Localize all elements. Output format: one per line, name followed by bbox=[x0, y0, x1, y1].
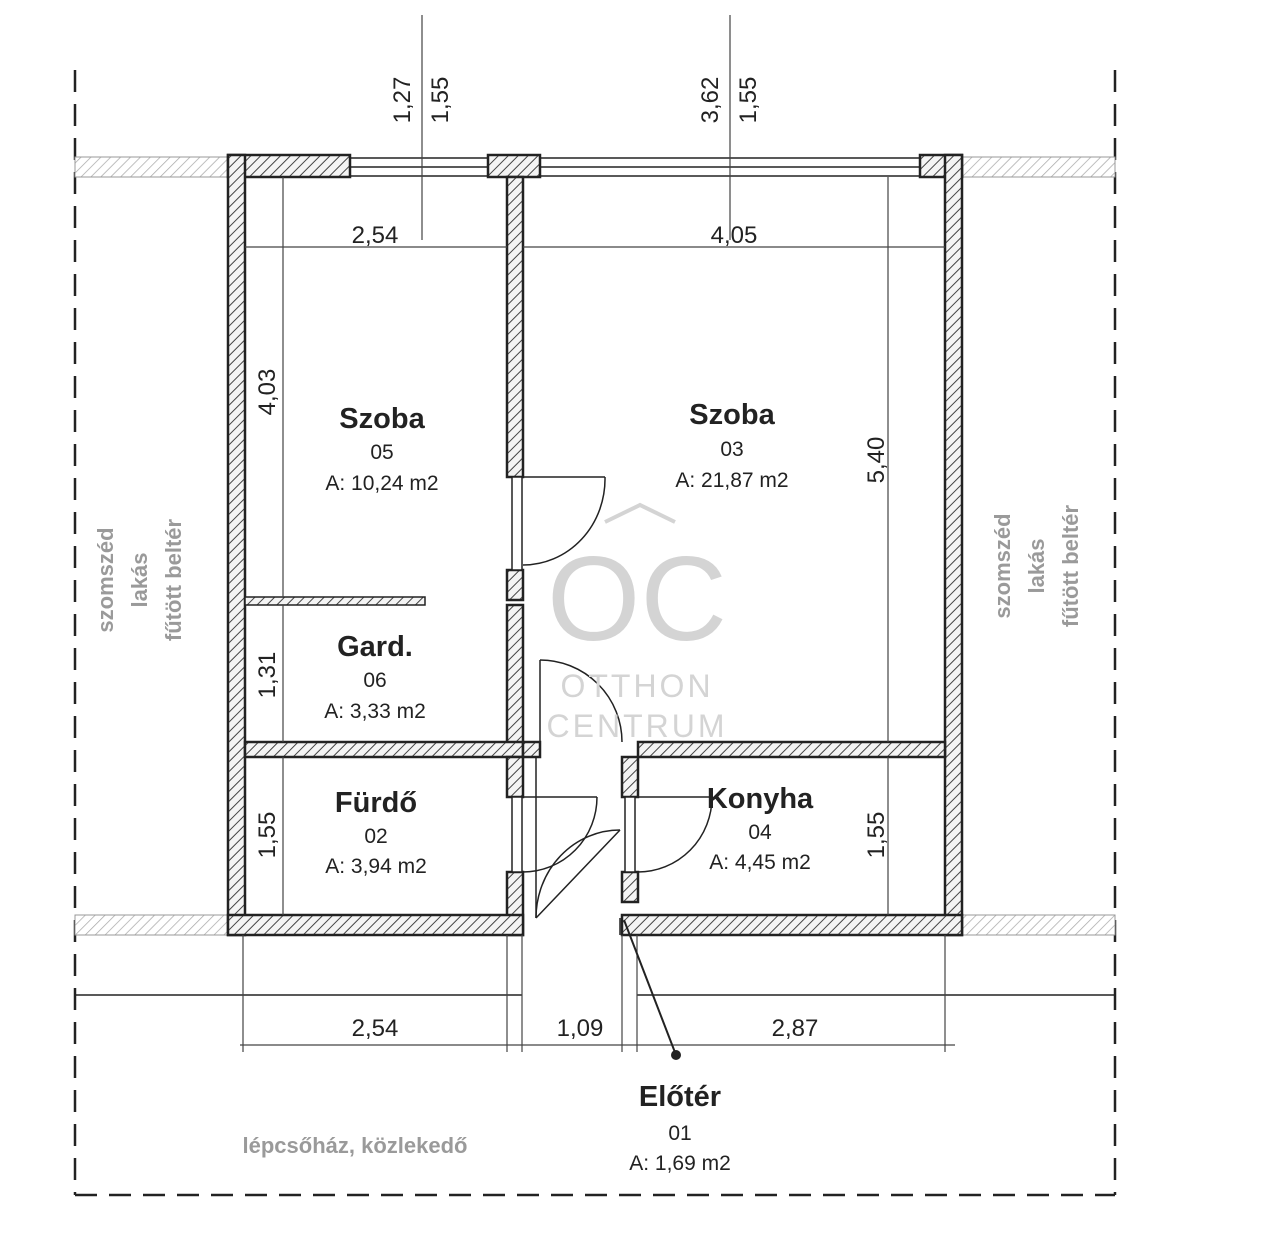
neighbor-left-line1: szomszéd bbox=[93, 527, 118, 632]
dim-top-left-a: 1,27 bbox=[389, 77, 416, 124]
room-name: Szoba bbox=[339, 403, 425, 435]
logo-mark: OC bbox=[547, 532, 727, 666]
dim-bottom-right: 2,87 bbox=[772, 1015, 819, 1042]
neighbor-right-line1: szomszéd bbox=[990, 513, 1015, 618]
room-name: Gard. bbox=[337, 631, 413, 663]
room-konyha-04: Konyha 04 A: 4,45 m2 bbox=[707, 783, 814, 874]
room-number: 04 bbox=[748, 821, 772, 844]
logo-line2: CENTRUM bbox=[547, 708, 728, 744]
boundary-dashed bbox=[73, 70, 1117, 1197]
neighbor-label-left: szomszéd lakás fűtött beltér bbox=[93, 518, 186, 641]
dim-height-konyha: 1,55 bbox=[863, 812, 890, 859]
room-eloter-01: Előtér 01 A: 1,69 m2 bbox=[629, 1081, 731, 1175]
dimension-lines bbox=[240, 15, 955, 1060]
dim-bottom-left: 2,54 bbox=[352, 1015, 399, 1042]
dim-height-gard: 1,31 bbox=[254, 652, 281, 699]
room-number: 06 bbox=[363, 669, 386, 692]
doors bbox=[511, 476, 713, 935]
dim-width-right: 4,05 bbox=[711, 222, 758, 249]
room-name: Szoba bbox=[689, 399, 775, 431]
dim-height-left-room: 4,03 bbox=[254, 369, 281, 416]
logo-line1: OTTHON bbox=[560, 668, 713, 704]
stairs-label: lépcsőház, közlekedő bbox=[243, 1133, 468, 1158]
dim-bottom-mid: 1,09 bbox=[557, 1015, 604, 1042]
watermark-logo: OC OTTHON CENTRUM bbox=[547, 502, 728, 744]
dim-top-right-b: 1,55 bbox=[735, 77, 762, 124]
room-number: 03 bbox=[720, 438, 743, 461]
room-szoba-03: Szoba 03 A: 21,87 m2 bbox=[675, 399, 788, 492]
neighbor-left-line2: lakás bbox=[127, 552, 152, 607]
dimension-texts: 1,27 1,55 3,62 1,55 2,54 4,05 4,03 5,40 … bbox=[254, 77, 890, 1042]
room-name: Előtér bbox=[639, 1081, 721, 1113]
room-area: A: 1,69 m2 bbox=[629, 1152, 731, 1175]
room-number: 05 bbox=[370, 441, 393, 464]
walls bbox=[226, 153, 964, 937]
room-area: A: 3,33 m2 bbox=[324, 700, 426, 723]
dim-width-left: 2,54 bbox=[352, 222, 399, 249]
dim-top-right-a: 3,62 bbox=[697, 77, 724, 124]
neighbor-label-right: szomszéd lakás fűtött beltér bbox=[990, 504, 1083, 627]
room-area: A: 4,45 m2 bbox=[709, 851, 811, 874]
room-area: A: 10,24 m2 bbox=[325, 472, 438, 495]
room-area: A: 21,87 m2 bbox=[675, 469, 788, 492]
room-area: A: 3,94 m2 bbox=[325, 855, 427, 878]
room-gard-06: Gard. 06 A: 3,33 m2 bbox=[324, 631, 426, 723]
neighbor-right-line2: lakás bbox=[1024, 538, 1049, 593]
dim-height-main-room: 5,40 bbox=[863, 437, 890, 484]
room-name: Fürdő bbox=[335, 787, 417, 819]
room-szoba-05: Szoba 05 A: 10,24 m2 bbox=[325, 403, 438, 495]
dim-top-left-b: 1,55 bbox=[427, 77, 454, 124]
windows bbox=[349, 157, 921, 177]
neighbor-left-line3: fűtött beltér bbox=[161, 518, 186, 641]
room-number: 01 bbox=[668, 1122, 691, 1145]
room-number: 02 bbox=[364, 825, 387, 848]
neighbor-right-line3: fűtött beltér bbox=[1058, 504, 1083, 627]
room-name: Konyha bbox=[707, 783, 814, 815]
dim-height-furdo: 1,55 bbox=[254, 812, 281, 859]
room-furdo-02: Fürdő 02 A: 3,94 m2 bbox=[325, 787, 427, 878]
